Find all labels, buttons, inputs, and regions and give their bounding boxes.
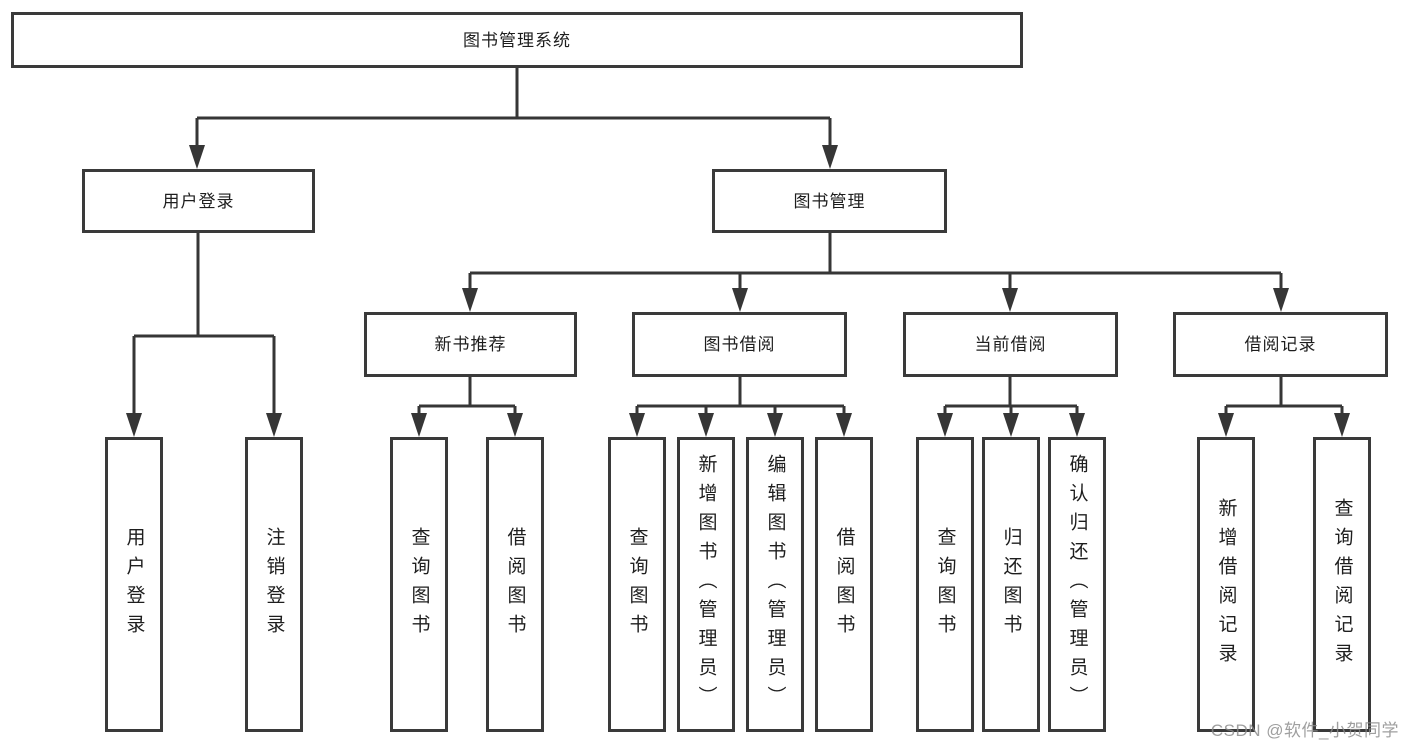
connector-new-book-recommend-children — [411, 377, 523, 437]
leaf-recommend-query-book: 查询图书 — [390, 437, 448, 732]
connector-book-borrow-children — [629, 377, 852, 437]
connector-current-borrow-children — [937, 377, 1085, 437]
node-new-book-recommend: 新书推荐 — [364, 312, 577, 377]
leaf-record-add-record: 新增借阅记录 — [1197, 437, 1255, 732]
leaf-borrow-borrow-book: 借阅图书 — [815, 437, 873, 732]
leaf-current-return-book: 归还图书 — [982, 437, 1040, 732]
leaf-recommend-borrow-book: 借阅图书 — [486, 437, 544, 732]
connector-root-to-level2 — [189, 68, 838, 169]
leaf-logout: 注销登录 — [245, 437, 303, 732]
node-book-borrow: 图书借阅 — [632, 312, 847, 377]
connector-borrow-record-children — [1218, 377, 1350, 437]
connector-user-login-children — [126, 233, 282, 437]
node-library-system: 图书管理系统 — [11, 12, 1023, 68]
leaf-borrow-add-book-admin: 新增图书（管理员） — [677, 437, 735, 732]
csdn-watermark: CSDN @软件_小贺同学 — [1210, 721, 1399, 740]
node-current-borrow: 当前借阅 — [903, 312, 1118, 377]
connector-book-management-children — [462, 233, 1289, 312]
node-user-login: 用户登录 — [82, 169, 315, 233]
leaf-current-confirm-return-admin: 确认归还（管理员） — [1048, 437, 1106, 732]
node-book-management: 图书管理 — [712, 169, 947, 233]
leaf-current-query-book: 查询图书 — [916, 437, 974, 732]
leaf-borrow-query-book: 查询图书 — [608, 437, 666, 732]
leaf-user-login: 用户登录 — [105, 437, 163, 732]
leaf-borrow-edit-book-admin: 编辑图书（管理员） — [746, 437, 804, 732]
leaf-record-query-record: 查询借阅记录 — [1313, 437, 1371, 732]
node-borrow-record: 借阅记录 — [1173, 312, 1388, 377]
